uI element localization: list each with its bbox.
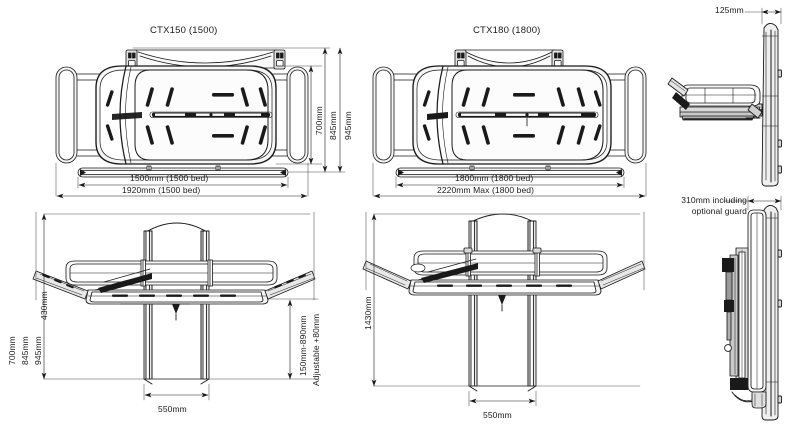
dim-front-left-base-width: 550mm <box>158 404 187 414</box>
dim-front-left-height-945: 945mm <box>33 336 43 365</box>
dim-ctx180-overall-length: 2220mm Max (1800 bed) <box>437 185 535 195</box>
dim-front-left-adjust-note: Adjustable +80mm <box>311 313 321 386</box>
front-left-wing-left <box>32 270 89 300</box>
dim-side-folded-depth-310: 310mm including <box>681 195 747 205</box>
ctx180-witness-lines <box>372 162 647 197</box>
front-mid-witness-lines <box>365 211 645 407</box>
front-mid-column <box>468 213 537 392</box>
front-left-bed-deck <box>85 268 269 321</box>
view-front-elevation-middle <box>362 211 646 407</box>
dim-front-left-height-430: 430mm <box>39 291 49 320</box>
view-ctx180-top <box>372 49 647 199</box>
front-left-safety-rail <box>65 259 278 287</box>
view-front-elevation-left <box>32 211 319 401</box>
dim-ctx150-height-700: 700mm <box>314 106 324 135</box>
ctx150-witness-lines <box>55 47 346 197</box>
side-open-bed <box>667 77 763 121</box>
dim-side-open-depth-125: 125mm <box>715 5 744 15</box>
dim-ctx150-bed-length: 1500mm (1500 bed) <box>130 173 209 183</box>
dim-ctx150-height-845: 845mm <box>328 111 338 140</box>
dim-side-folded-depth-310-note: optional guard <box>691 206 747 216</box>
ctx150-side-rails <box>55 66 309 164</box>
ctx150-lamp-array <box>105 87 273 145</box>
front-left-witness-lines <box>35 211 319 401</box>
dim-ctx150-overall-length: 1920mm (1500 bed) <box>122 185 201 195</box>
dim-front-left-height-845: 845mm <box>20 336 30 365</box>
dim-front-left-height-700: 700mm <box>7 336 17 365</box>
ctx180-side-rails <box>372 66 647 164</box>
view-ctx150-top <box>55 47 346 199</box>
front-mid-wing-right <box>597 260 646 290</box>
dim-front-left-adjust-range: 150mm-890mm <box>298 315 308 376</box>
ctx150-headrest-assembly <box>125 49 286 73</box>
view-side-elevation-open <box>667 7 782 187</box>
view-title-ctx180: CTX180 (1800) <box>473 25 541 36</box>
ctx180-base-rail <box>395 165 625 178</box>
front-mid-safety-rail <box>413 247 608 277</box>
dim-front-mid-total-height: 1430mm <box>363 296 373 330</box>
front-left-wing-right <box>264 270 316 300</box>
dim-front-mid-base-width: 550mm <box>483 410 512 420</box>
dim-ctx180-bed-length: 1800mm (1800 bed) <box>455 173 534 183</box>
front-mid-bed-deck <box>408 258 602 312</box>
ctx180-lamp-array <box>422 87 602 145</box>
view-side-elevation-folded <box>722 195 782 421</box>
side-folded-bed <box>722 209 767 409</box>
view-title-ctx150: CTX150 (1500) <box>150 25 218 36</box>
front-mid-wing-left <box>362 260 412 290</box>
dim-ctx150-height-945: 945mm <box>343 111 353 140</box>
side-open-witness-lines <box>761 7 782 25</box>
ctx150-base-rail <box>77 165 289 178</box>
